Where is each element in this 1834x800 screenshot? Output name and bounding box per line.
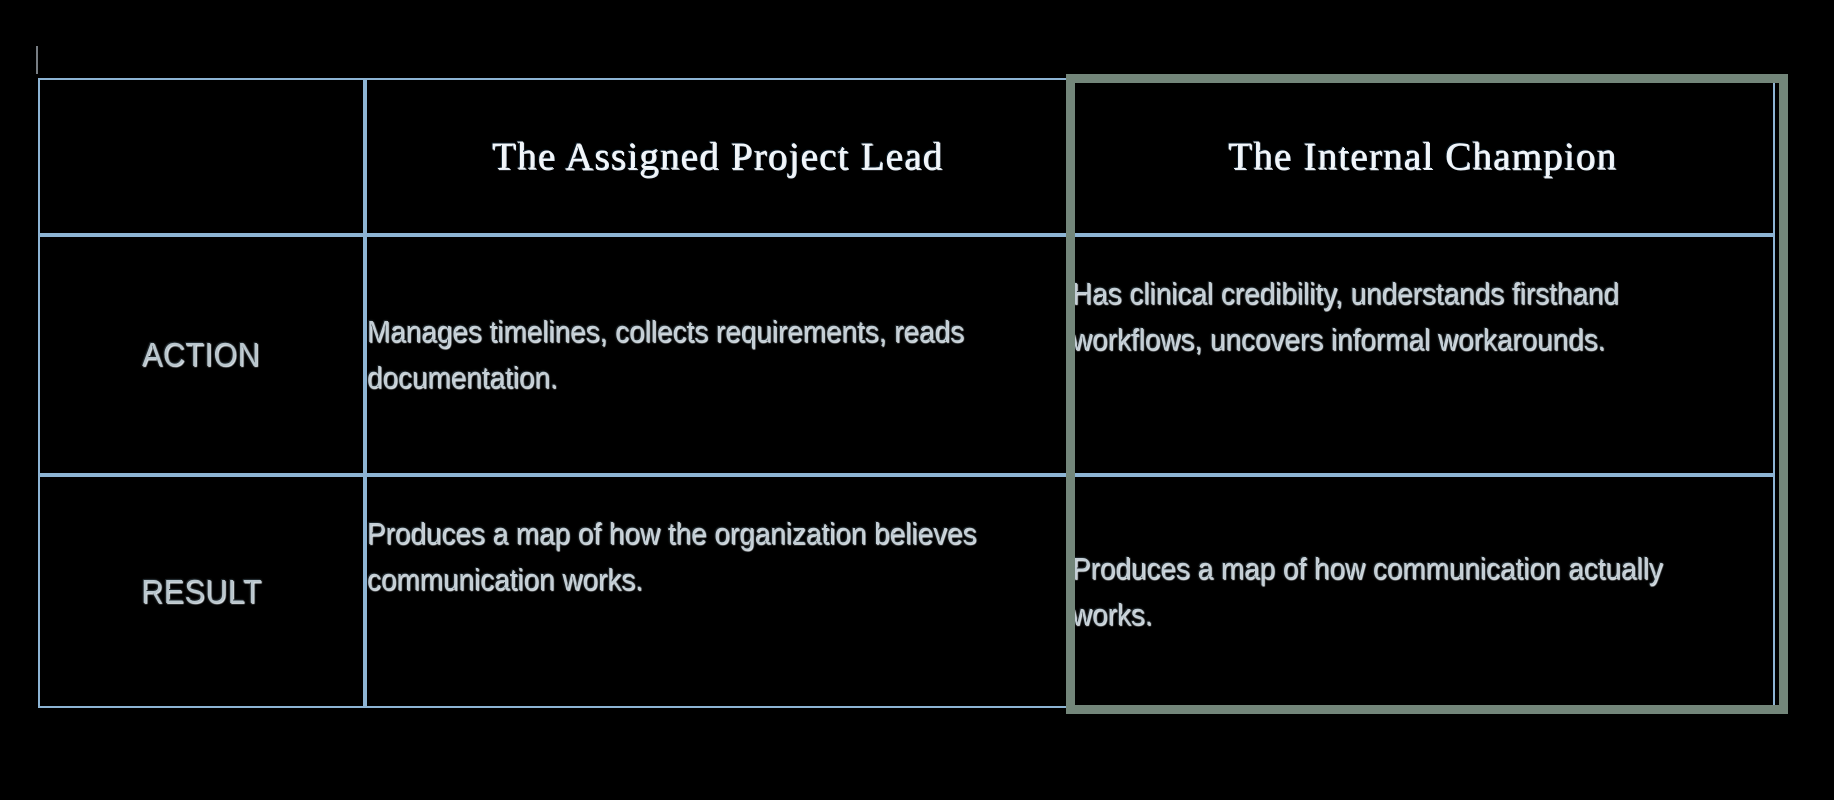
header-cell-blank <box>38 78 365 235</box>
comparison-table: The Assigned Project Lead The Internal C… <box>38 78 1775 708</box>
row-label-action: ACTION <box>38 235 365 475</box>
cell-action-champion: Has clinical credibility, understands fi… <box>1070 235 1775 475</box>
cell-action-lead: Manages timelines, collects requirements… <box>365 235 1070 475</box>
header-label-assigned-project-lead: The Assigned Project Lead <box>491 135 944 178</box>
header-cell-assigned-project-lead: The Assigned Project Lead <box>365 78 1070 235</box>
cell-result-lead: Produces a map of how the organization b… <box>365 475 1070 708</box>
table-row-result: RESULT Produces a map of how the organiz… <box>38 475 1775 708</box>
table-row-action: ACTION Manages timelines, collects requi… <box>38 235 1775 475</box>
table-header-row: The Assigned Project Lead The Internal C… <box>38 78 1775 235</box>
cell-result-champion: Produces a map of how communication actu… <box>1070 475 1775 708</box>
row-label-result: RESULT <box>38 475 365 708</box>
cell-result-lead-text: Produces a map of how the organization b… <box>367 516 977 597</box>
header-cell-internal-champion: The Internal Champion <box>1070 78 1775 235</box>
frame-artifact-top <box>36 46 38 74</box>
header-label-internal-champion: The Internal Champion <box>1227 135 1618 178</box>
cell-action-champion-text: Has clinical credibility, understands fi… <box>1072 276 1619 357</box>
cell-result-champion-text: Produces a map of how communication actu… <box>1072 550 1663 632</box>
cell-action-lead-text: Manages timelines, collects requirements… <box>367 314 965 395</box>
row-label-result-text: RESULT <box>141 572 262 610</box>
row-label-action-text: ACTION <box>142 336 261 373</box>
